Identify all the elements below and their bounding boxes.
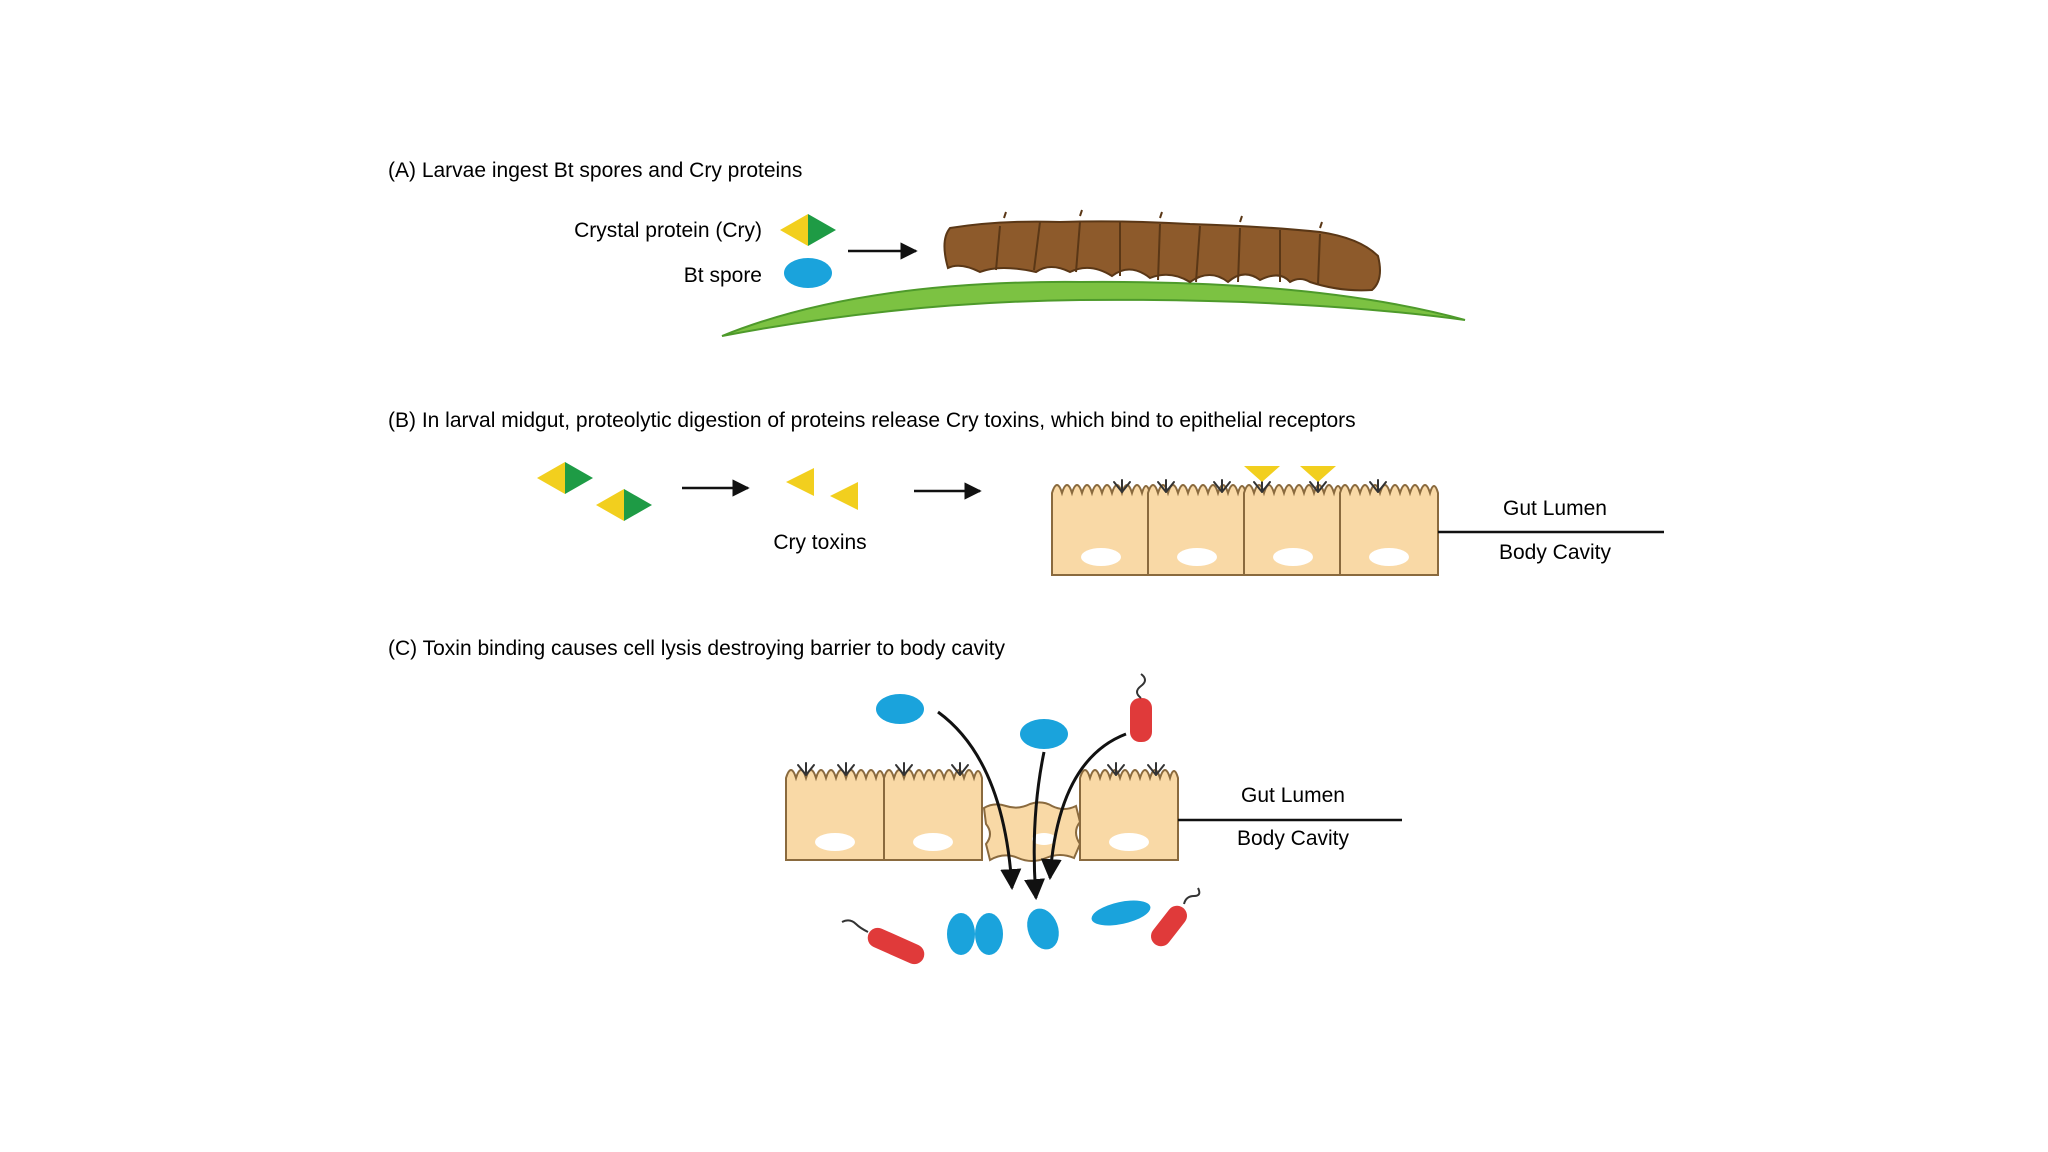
epithelial-cell-icon xyxy=(1339,484,1439,576)
panel-b: (B) In larval midgut, proteolytic digest… xyxy=(388,409,1664,576)
epithelial-cell-icon xyxy=(1243,484,1343,576)
bt-spore-icon xyxy=(784,258,832,288)
arrow-icon xyxy=(1040,732,1127,881)
epithelial-cell-icon xyxy=(1079,769,1179,861)
cry-toxin-icon xyxy=(786,468,814,496)
leaf-icon xyxy=(721,280,1466,337)
epithelium-c xyxy=(785,762,1179,862)
panel-c-title: (C) Toxin binding causes cell lysis dest… xyxy=(388,637,1006,660)
bacterium-icon xyxy=(1130,673,1152,742)
bacterium-icon xyxy=(841,919,925,965)
cry-protein-label: Crystal protein (Cry) xyxy=(574,219,762,242)
epithelial-cell-icon xyxy=(883,769,983,861)
bound-cry-toxin-icon xyxy=(1244,466,1280,482)
cry-toxin-icon xyxy=(830,482,858,510)
cry-toxins-label: Cry toxins xyxy=(773,531,866,554)
larva-icon xyxy=(943,209,1381,292)
bt-spore-label: Bt spore xyxy=(684,264,762,287)
arrow-icon xyxy=(1024,751,1046,901)
body-cavity-label: Body Cavity xyxy=(1237,827,1350,850)
epithelial-cell-icon xyxy=(1147,484,1247,576)
bt-spore-icon xyxy=(1091,900,1151,926)
bt-spore-icon xyxy=(975,913,1003,955)
lysed-cell-icon xyxy=(982,801,1082,862)
gut-lumen-label: Gut Lumen xyxy=(1241,784,1345,807)
bound-cry-toxin-icon xyxy=(1300,466,1336,482)
cry-crystal-icon xyxy=(537,462,593,494)
cry-crystal-icon xyxy=(780,214,836,246)
bacterium-icon xyxy=(1150,887,1201,947)
gut-lumen-label: Gut Lumen xyxy=(1503,497,1607,520)
cry-crystal-icon xyxy=(596,489,652,521)
epithelial-cell-icon xyxy=(1051,484,1151,576)
arrow-icon xyxy=(937,710,1022,891)
bt-spore-icon xyxy=(1020,719,1068,749)
bt-spore-icon xyxy=(876,694,924,724)
panel-a: (A) Larvae ingest Bt spores and Cry prot… xyxy=(388,159,1466,337)
bt-spore-icon xyxy=(947,913,975,955)
epithelial-cell-icon xyxy=(785,769,885,861)
body-cavity-label: Body Cavity xyxy=(1499,541,1612,564)
panel-c: (C) Toxin binding causes cell lysis dest… xyxy=(388,637,1402,965)
bt-spore-icon xyxy=(1027,908,1059,950)
panel-a-title: (A) Larvae ingest Bt spores and Cry prot… xyxy=(388,159,802,182)
panel-b-title: (B) In larval midgut, proteolytic digest… xyxy=(388,409,1356,432)
epithelium-b xyxy=(1051,466,1439,576)
